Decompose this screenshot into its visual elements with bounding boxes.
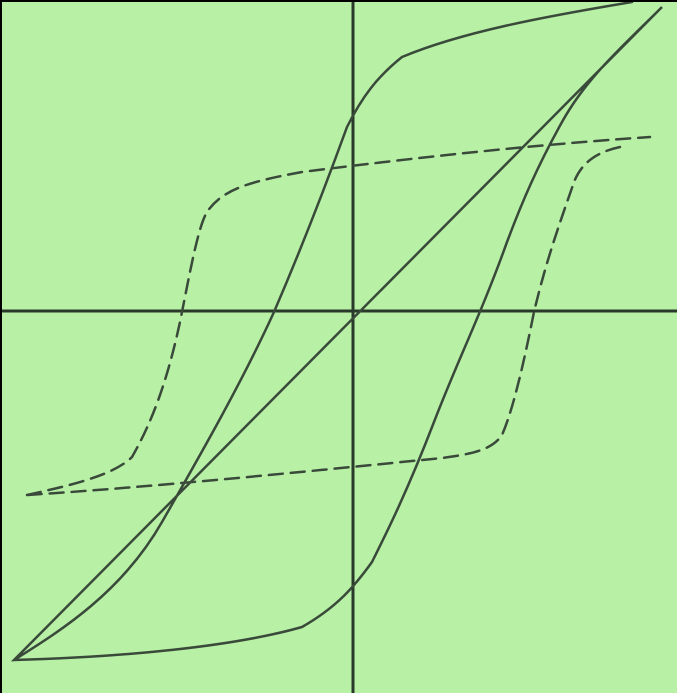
dashed-hysteresis-loop <box>25 135 652 497</box>
solid-hysteresis-loop <box>10 2 663 662</box>
